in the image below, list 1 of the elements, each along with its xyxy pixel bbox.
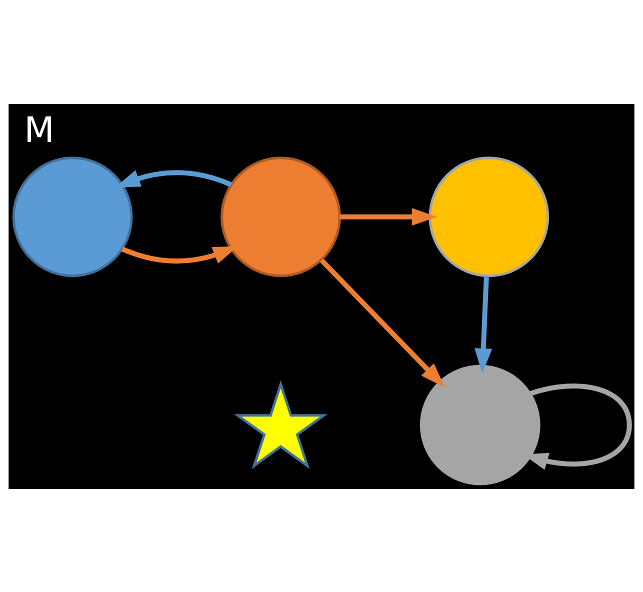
diagram-title: M <box>24 110 54 151</box>
